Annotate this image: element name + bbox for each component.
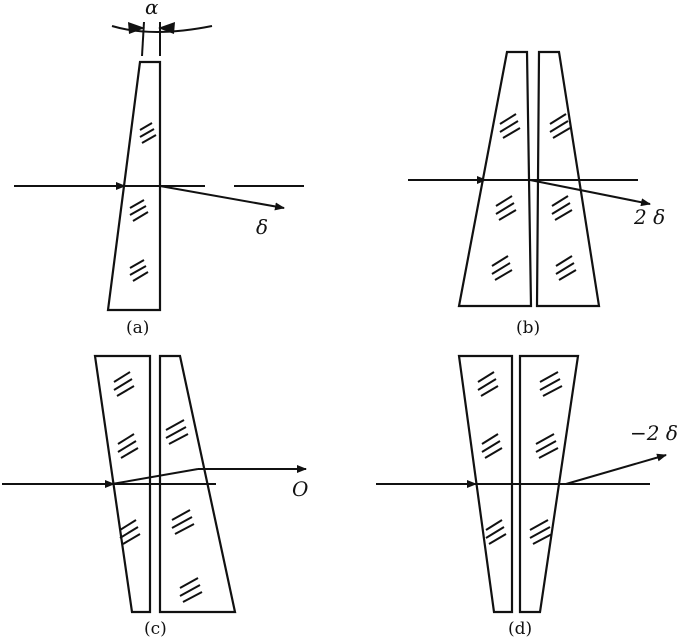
deviated-ray-d [565, 453, 667, 485]
panel-d: −2 δ (d) [376, 354, 678, 639]
caption-b: (b) [516, 318, 540, 338]
glass-hatch-d [477, 371, 563, 545]
angle-arrow-left-icon [128, 22, 145, 34]
caption-d: (d) [508, 619, 532, 639]
deviated-ray-b [529, 179, 651, 207]
glass-hatch-c [113, 371, 203, 603]
angle-arc [111, 25, 213, 33]
panel-b: 2 δ (b) [408, 50, 665, 338]
angle-arrow-right-icon [158, 22, 175, 34]
angle-label-alpha: α [145, 0, 159, 19]
panel-a: α δ (a) [14, 0, 304, 338]
panel-c: O (c) [2, 354, 308, 639]
ray-label-d: −2 δ [630, 421, 678, 445]
caption-a: (a) [126, 318, 149, 338]
internal-ray-c [111, 468, 199, 485]
glass-hatch-b [491, 113, 577, 281]
ray-label-c: O [292, 477, 308, 501]
caption-c: (c) [144, 619, 167, 639]
angle-guide-left [141, 21, 145, 57]
glass-hatch-a [129, 122, 157, 282]
ray-label-b: 2 δ [633, 205, 665, 229]
ray-label-a: δ [256, 215, 268, 239]
deviated-ray-a [159, 185, 285, 211]
